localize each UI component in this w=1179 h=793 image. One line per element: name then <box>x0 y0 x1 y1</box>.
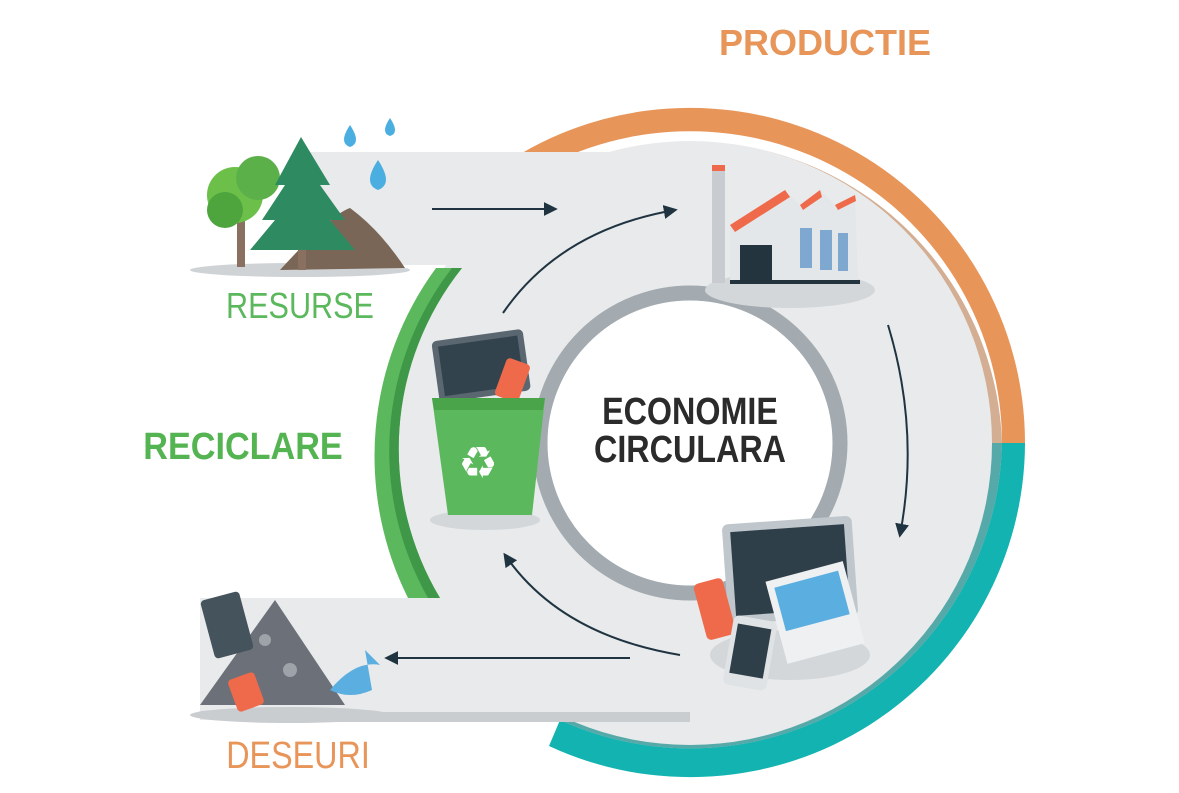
center-title-line-2: CIRCULARA <box>594 429 786 471</box>
productie-arc <box>522 107 1025 443</box>
deseuri-arc <box>549 443 1025 778</box>
label-reciclare: RECICLARE <box>143 426 343 468</box>
arrow-use-to-reciclare <box>503 552 681 656</box>
recycle-icon: ♻ <box>458 438 497 489</box>
devices-illustration <box>693 515 870 691</box>
arrow-reciclare-to-productie <box>502 205 678 314</box>
resources-illustration <box>190 118 410 277</box>
deseuri-arc-shade <box>560 443 1002 749</box>
label-resurse: RESURSE <box>226 285 374 326</box>
arrow-productie-to-use <box>887 324 909 538</box>
center-title-line-1: ECONOMIE <box>602 391 778 433</box>
waste-pile-illustration <box>190 591 390 723</box>
label-deseuri: DESEURI <box>226 735 370 777</box>
reciclare-arc-inner <box>389 268 462 598</box>
bottom-band-edge <box>280 712 690 722</box>
label-productie: PRODUCTIE <box>718 22 932 63</box>
center-title: ECONOMIE CIRCULARA <box>594 393 786 469</box>
recycle-bin-illustration: ♻ <box>430 329 545 530</box>
factory-illustration <box>705 165 875 308</box>
